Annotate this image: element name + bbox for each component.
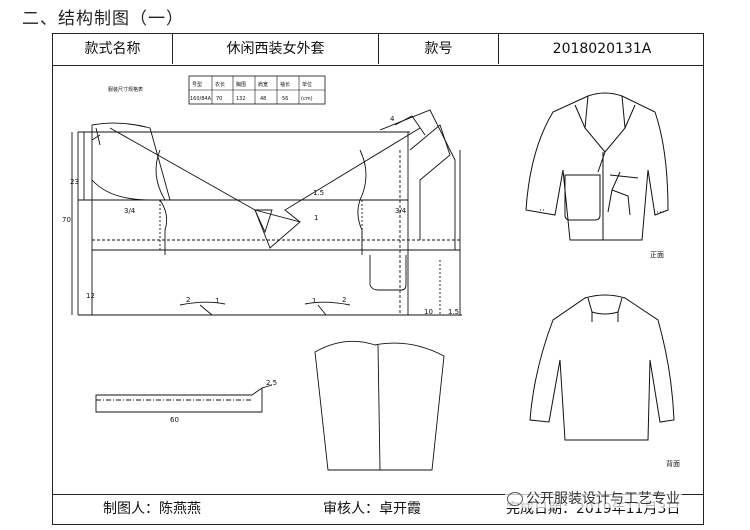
size-table-cell: 56 (282, 96, 288, 102)
dart-mark-right: 3/4 (395, 207, 407, 215)
belt-pattern (95, 384, 273, 413)
reviewer-field: 审核人：卓开霞 (323, 501, 421, 517)
back-view-label: 背面 (666, 459, 680, 468)
front-view-label: 正面 (650, 251, 664, 259)
watermark-text: 公开服装设计与工艺专业 (526, 491, 680, 507)
draft-annotations: 3/4 3/4 1.5 1 2 1 1 2 10 1.5 4 70 23 12 (62, 115, 459, 316)
wechat-logo-icon (507, 492, 523, 506)
size-table-cell: 48 (260, 96, 266, 102)
style-number-label: 款号 (379, 34, 499, 64)
bodice-pattern (71, 109, 462, 316)
hem-mark-left-a: 2 (186, 296, 190, 304)
size-table-header: 肩宽 (258, 81, 268, 88)
hem-mark-right-b: 2 (342, 296, 346, 304)
front-sketch (525, 92, 669, 241)
size-table-header: 衣长 (215, 81, 225, 88)
shoulder-mark: 4 (390, 115, 395, 123)
sleeve-pattern (314, 340, 445, 471)
center-mark-b: 1 (314, 214, 318, 222)
dart-mark-left: 3/4 (124, 207, 136, 215)
hem-mark-right-a: 1 (312, 297, 316, 305)
back-sketch (529, 294, 675, 441)
vertical-mark-a: 70 (62, 216, 71, 224)
vertical-mark-b: 23 (70, 178, 79, 186)
size-table-header: 胸围 (236, 81, 246, 88)
drafter-field: 制图人：陈燕燕 (103, 501, 201, 517)
hem-mark-left-b: 1 (215, 297, 219, 305)
pattern-sheet: 款式名称 休闲西装女外套 款号 2018020131A 制图人：陈燕燕 审核人：… (52, 33, 704, 525)
size-table-header: 单位 (302, 81, 312, 88)
vertical-mark-c: 12 (86, 292, 95, 300)
size-table-cell: (cm) (301, 96, 313, 102)
belt-width-mark: 2.5 (266, 379, 277, 387)
watermark: 公开服装设计与工艺专业 (505, 488, 682, 508)
style-number-value: 2018020131A (552, 41, 652, 57)
size-table-cell: 160/84A (190, 96, 212, 102)
style-name-label: 款式名称 (53, 34, 173, 64)
belt-length-mark: 60 (170, 416, 179, 424)
size-table-cell: 132 (236, 96, 246, 102)
sheet-header: 款式名称 休闲西装女外套 款号 2018020131A (53, 34, 703, 66)
center-mark-a: 1.5 (313, 189, 324, 197)
hem-mark-right-c: 10 (424, 308, 433, 316)
size-table-header: 号型 (192, 81, 202, 88)
style-name-value: 休闲西装女外套 (173, 34, 379, 64)
size-table-header: 袖长 (280, 81, 290, 88)
size-spec-table: 服装尺寸规格表 号型 衣长 胸围 肩宽 袖长 单位 160/84A 70 132… (108, 75, 326, 105)
hem-mark-right-d: 1.5 (448, 308, 459, 316)
page-heading: 二、结构制图（一） (22, 9, 184, 29)
size-table-cell: 70 (216, 96, 222, 102)
size-table-caption: 服装尺寸规格表 (108, 86, 143, 93)
